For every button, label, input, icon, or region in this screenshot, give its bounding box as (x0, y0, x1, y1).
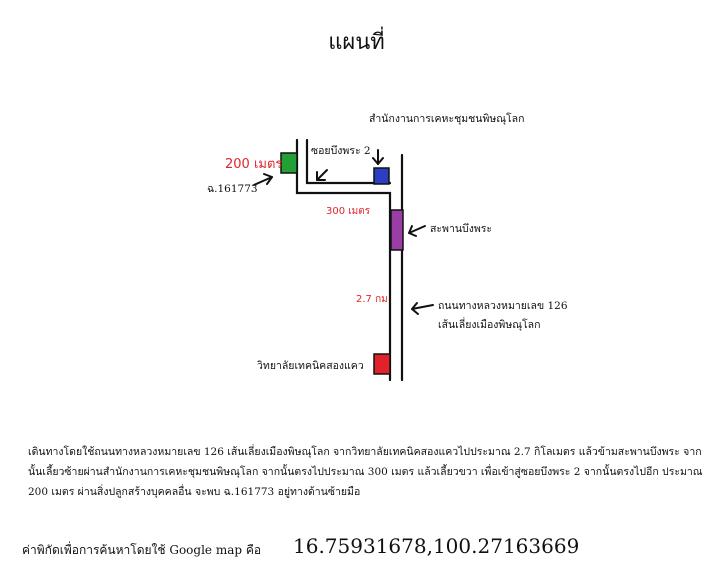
arrow-to-target-icon (253, 173, 273, 186)
arrow-to-soi-icon (316, 169, 328, 181)
highway-label-line1: ถนนทางหลวงหมายเลข 126 (438, 300, 568, 312)
soi-road-inner (305, 138, 392, 185)
distance-2.7km-label: 2.7 กม (356, 294, 388, 305)
soi-label: ซอยบึงพระ 2 (311, 145, 371, 157)
college-label: วิทยาลัยเทคนิคสองแคว (257, 360, 364, 372)
highway-label-line2: เส้นเลี่ยงเมืองพิษณุโลก (438, 319, 541, 331)
directions-paragraph: เดินทางโดยใช้ถนนทางหลวงหมายเลข 126 เส้นเ… (28, 446, 703, 498)
coordinates-label: ค่าพิกัดเพื่อการค้นหาโดยใช้ Google map ค… (22, 543, 262, 557)
office-label: สำนักงานการเคหะชุมชนพิษณุโลก (369, 113, 525, 125)
distance-300m-label: 300 เมตร (326, 206, 371, 217)
route-map (253, 138, 434, 382)
bridge-label: สะพานบึงพระ (430, 223, 493, 235)
page-title: แผนที่ (328, 30, 385, 55)
office-marker (373, 167, 390, 185)
arrow-to-office-icon (372, 149, 384, 165)
distance-200m-label: 200 เมตร (225, 157, 283, 172)
target-plot-label: ฉ.161773 (207, 183, 258, 195)
bridge-marker (390, 209, 404, 251)
target-plot-marker (280, 152, 298, 174)
arrow-to-highway-icon (411, 302, 434, 315)
coordinates-value: 16.75931678,100.27163669 (293, 534, 580, 558)
college-marker (373, 353, 391, 375)
arrow-to-bridge-icon (408, 225, 426, 237)
